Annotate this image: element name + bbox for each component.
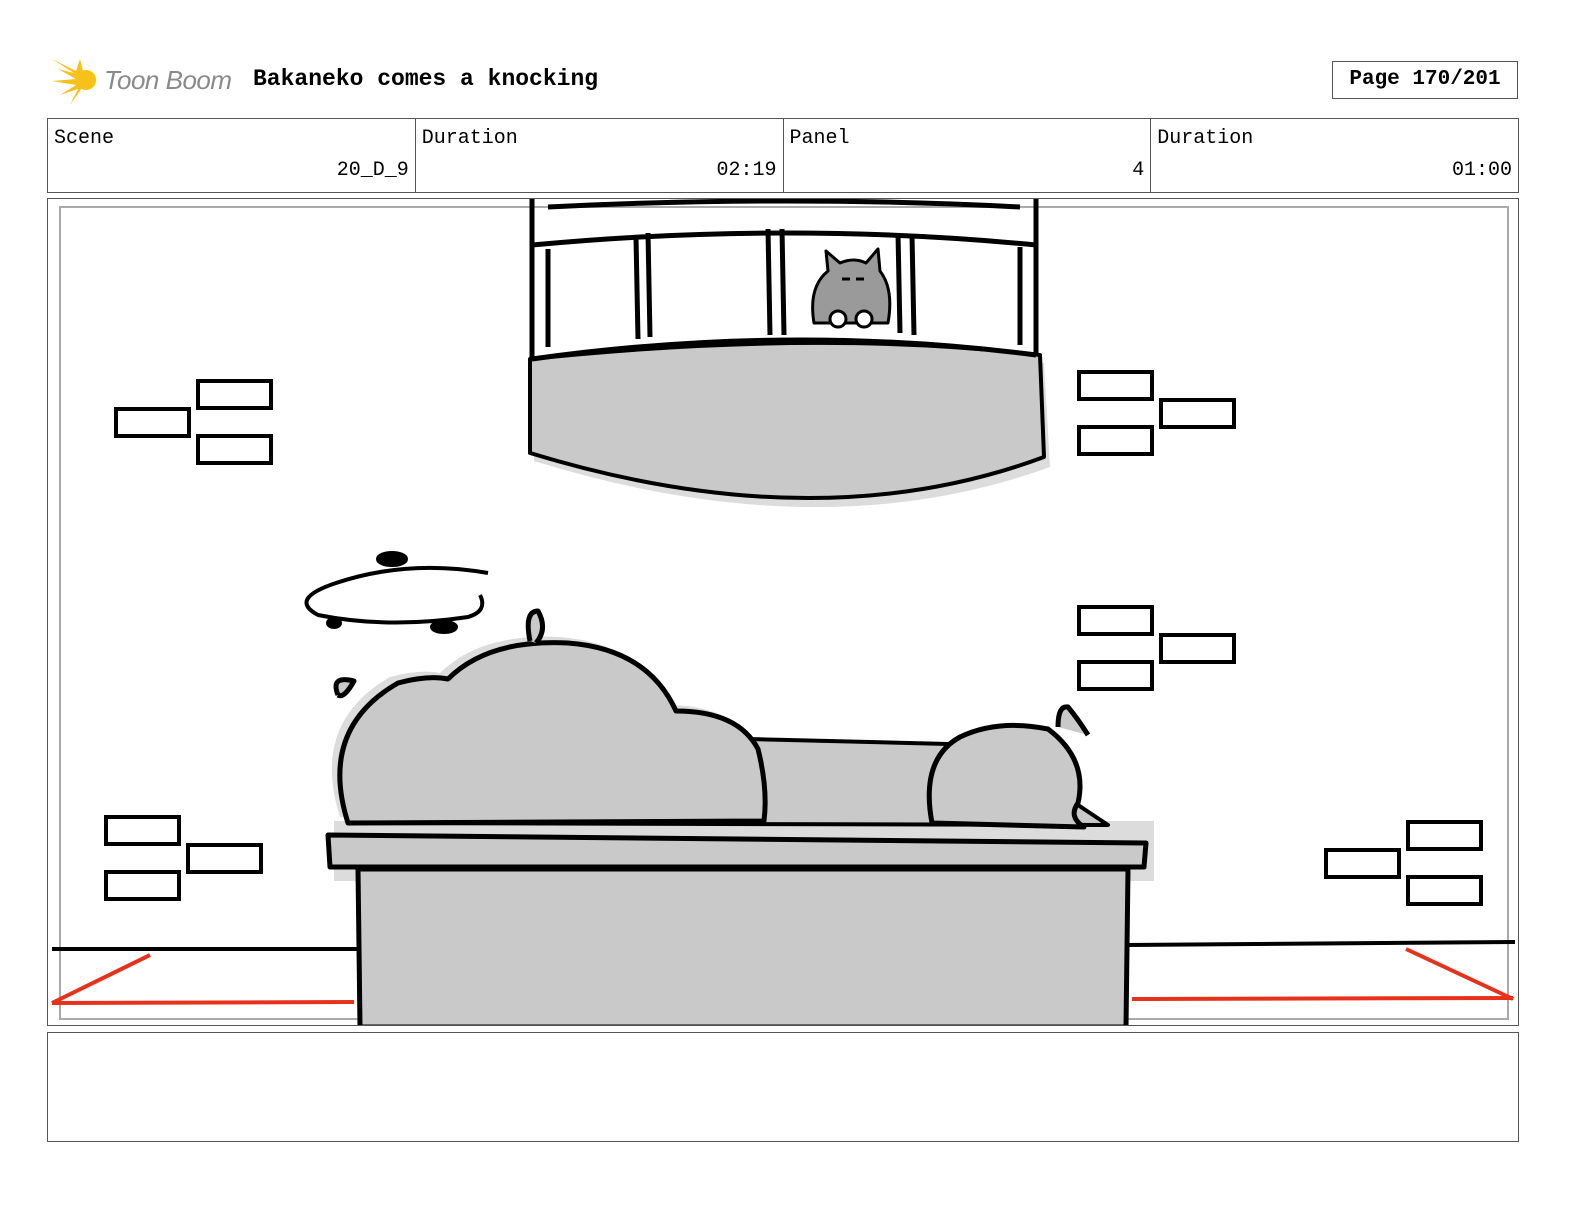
scene-duration-cell: Duration 02:19 bbox=[416, 119, 784, 192]
scene-label: Scene bbox=[54, 127, 115, 150]
scene-info-row: Scene 20_D_9 Duration 02:19 Panel 4 Dura… bbox=[47, 118, 1519, 193]
panel-duration-value: 01:00 bbox=[1451, 159, 1512, 182]
page-indicator: Page 170/201 bbox=[1332, 61, 1518, 99]
cat-figure bbox=[811, 247, 892, 329]
scene-value: 20_D_9 bbox=[336, 159, 409, 182]
scene-cell: Scene 20_D_9 bbox=[48, 119, 416, 192]
wall-bricks bbox=[104, 370, 1483, 906]
panel-label: Panel bbox=[789, 127, 850, 150]
panel-duration-cell: Duration 01:00 bbox=[1151, 119, 1518, 192]
panel-cell: Panel 4 bbox=[784, 119, 1152, 192]
floor-perspective-lines bbox=[51, 947, 1514, 1005]
bushes bbox=[331, 608, 1091, 830]
starburst-icon bbox=[52, 59, 96, 105]
panel-value: 4 bbox=[1132, 159, 1145, 182]
panel-duration-label: Duration bbox=[1157, 127, 1254, 150]
flying-disc bbox=[304, 551, 489, 634]
panel-notes-box bbox=[47, 1032, 1519, 1142]
storyboard-drawing bbox=[51, 199, 1516, 1025]
scene-duration-value: 02:19 bbox=[716, 159, 777, 182]
floor-lines bbox=[52, 940, 1516, 951]
scene-duration-label: Duration bbox=[421, 127, 518, 150]
balcony bbox=[528, 199, 1050, 508]
logo-wordmark: Toon Boom bbox=[104, 65, 232, 95]
storyboard-panel-image bbox=[47, 198, 1519, 1026]
project-title: Bakaneko comes a knocking bbox=[253, 66, 599, 92]
toon-boom-logo: Toon Boom bbox=[50, 55, 240, 107]
